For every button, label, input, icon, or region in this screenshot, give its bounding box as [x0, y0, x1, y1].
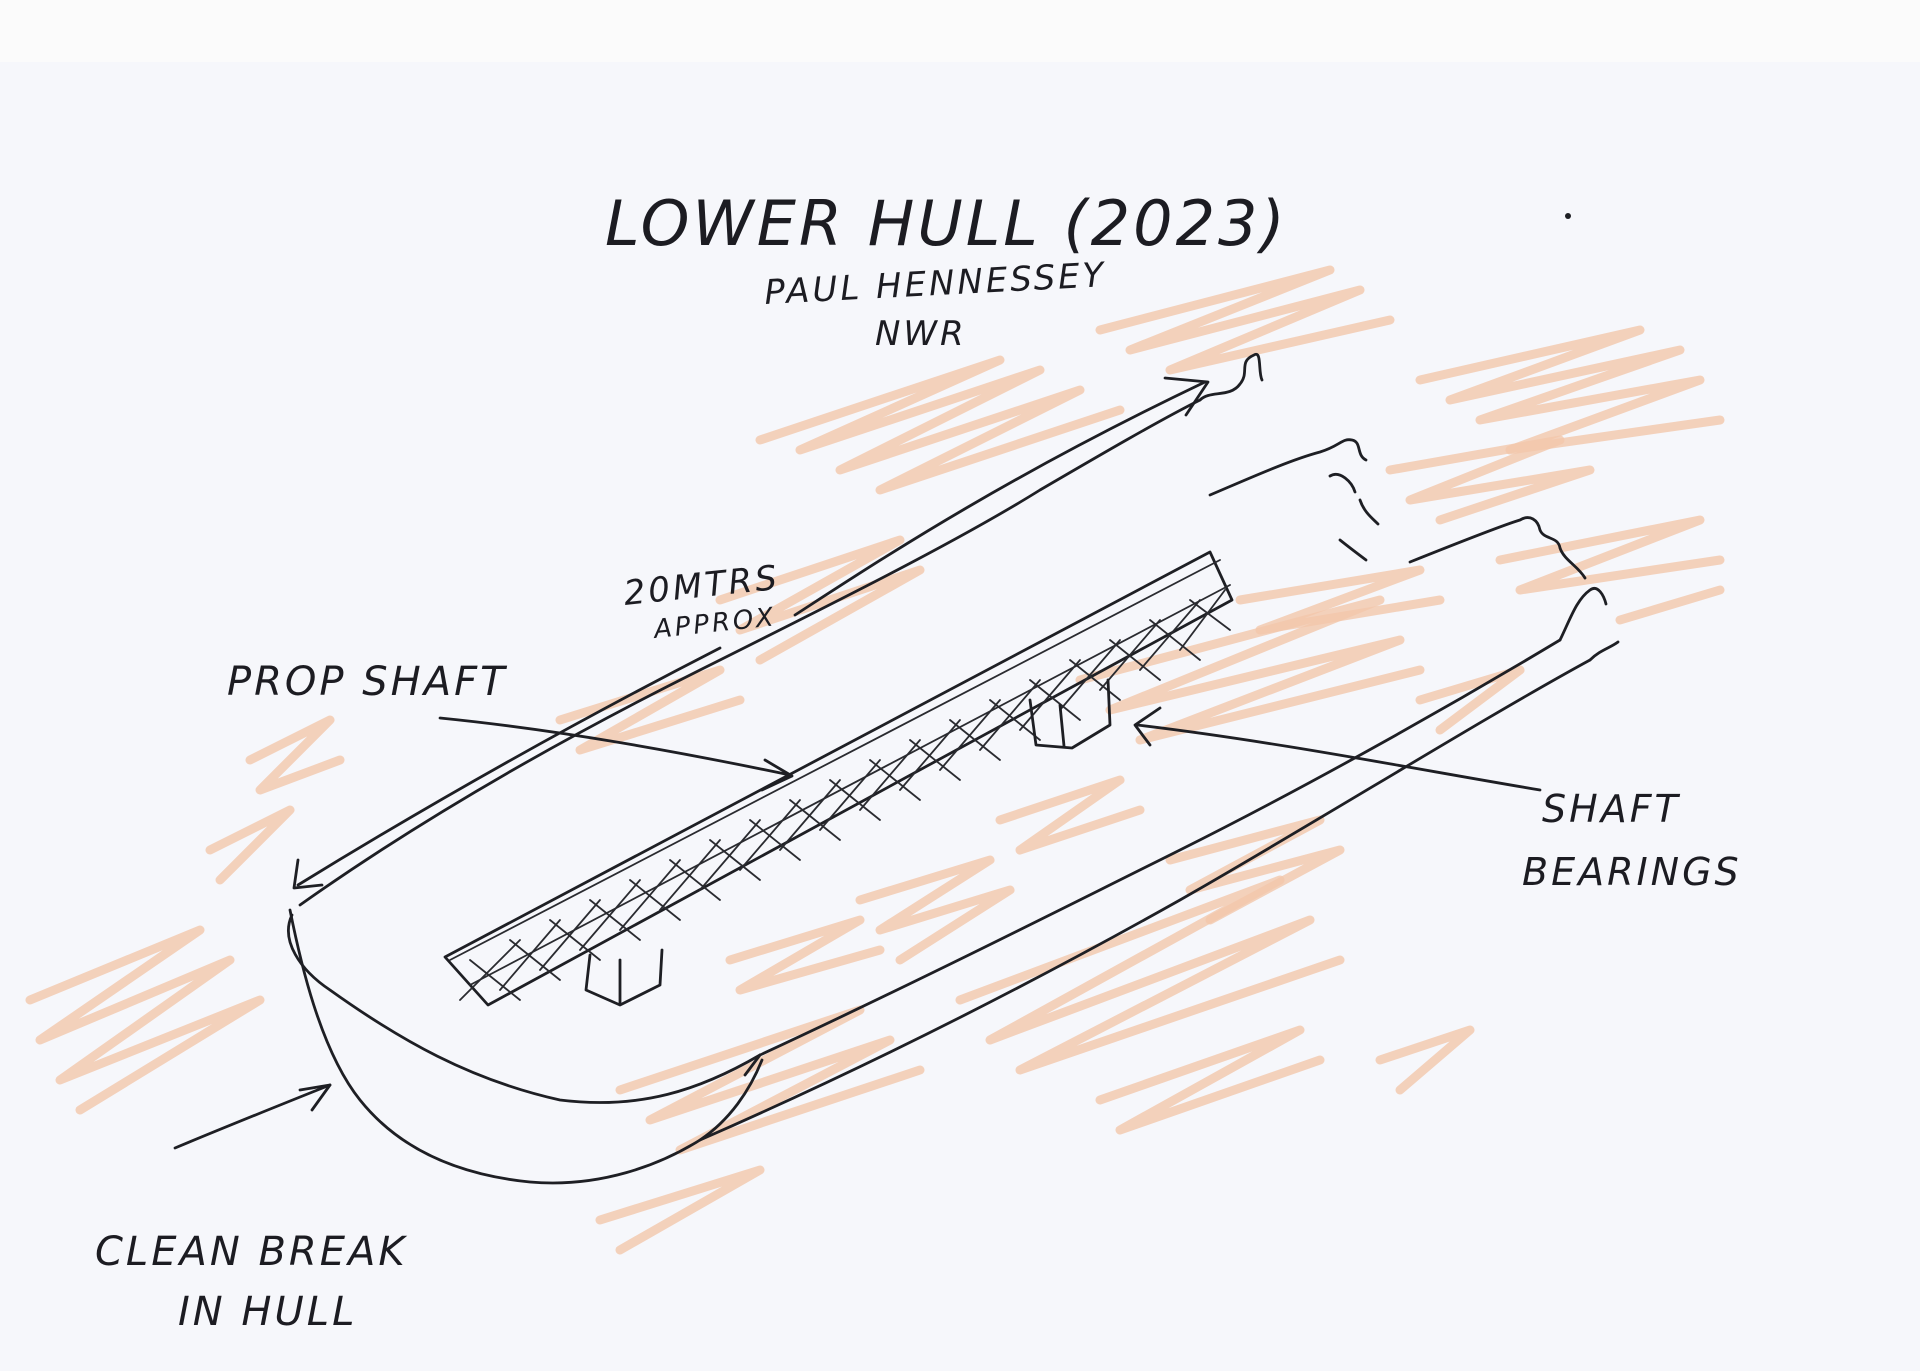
drawing-title: LOWER HULL (2023): [605, 187, 1288, 260]
shaft-bearings-label-line1: SHAFT: [1542, 787, 1681, 831]
clean-break-label-line1: CLEAN BREAK: [95, 1229, 408, 1275]
hull-outline: [287, 398, 1592, 1185]
prop-shaft-label: PROP SHAFT: [227, 659, 508, 705]
broken-hull-end: [1198, 352, 1620, 662]
clean-break-label-line2: IN HULL: [178, 1289, 357, 1335]
scanner-edge: [0, 0, 1920, 62]
title-dot: [1565, 213, 1571, 219]
shaft-bearings-label-line2: BEARINGS: [1522, 850, 1742, 894]
prop-shaft: [443, 550, 1234, 1007]
organisation: NWR: [875, 314, 967, 354]
author-name: PAUL HENNESSEY: [763, 255, 1107, 313]
shaft-bearings: [584, 678, 1112, 1007]
length-dimension-arrow: [292, 376, 1210, 890]
callout-arrows: [173, 706, 1542, 1150]
seabed-shading: [25, 265, 1725, 1255]
